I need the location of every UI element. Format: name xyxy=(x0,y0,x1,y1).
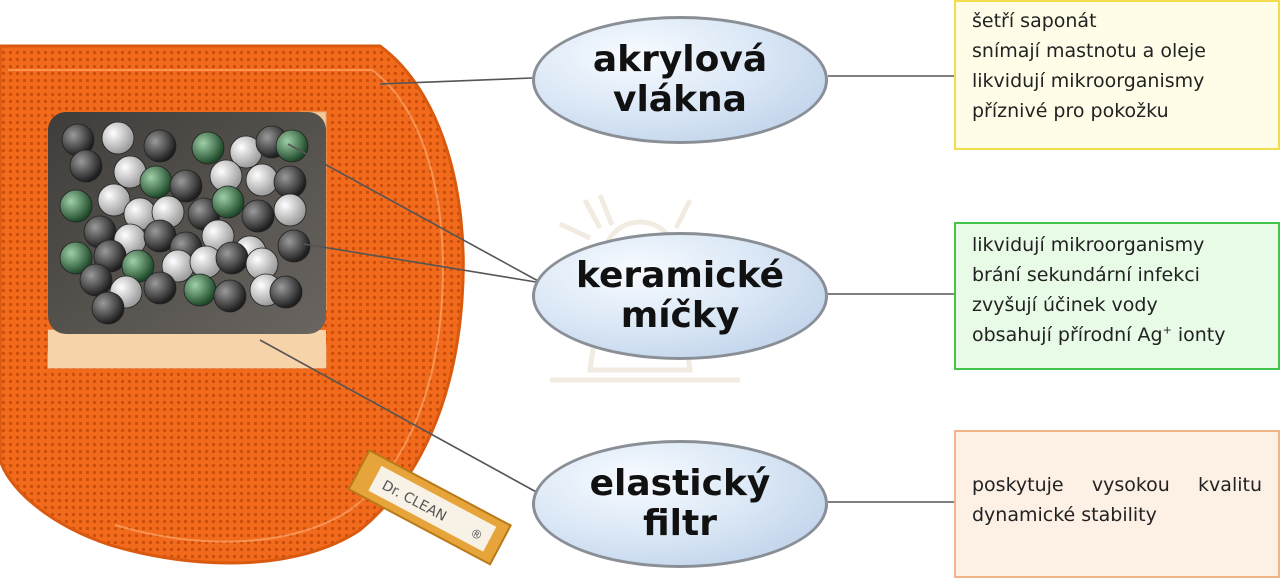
benefit-ag-sup: + xyxy=(1162,323,1172,337)
ceramic-ball xyxy=(245,163,279,197)
ceramic-ball xyxy=(69,149,103,183)
oval-ceramic-line2: míčky xyxy=(620,295,740,336)
connector-acrylic-left xyxy=(379,77,533,85)
ceramic-ball xyxy=(59,189,93,223)
ceramic-ball xyxy=(143,271,177,305)
ceramic-ball xyxy=(273,193,307,227)
oval-ceramic-line1: keramické xyxy=(575,255,785,296)
benefit-item: šetří saponát xyxy=(972,10,1097,32)
benefit-item: poskytuje vysokou kvalitu xyxy=(972,474,1262,496)
connector-ceramic-ball2 xyxy=(303,243,537,283)
oval-acrylic-line1: akrylová xyxy=(592,39,768,80)
ceramic-ball xyxy=(211,185,245,219)
ceramic-ball xyxy=(241,199,275,233)
ceramic-ball xyxy=(79,263,113,297)
ceramic-ball xyxy=(59,241,93,275)
ceramic-ball xyxy=(213,279,247,313)
ceramic-ball xyxy=(139,165,173,199)
benefit-item: brání sekundární infekci xyxy=(972,264,1200,286)
benefit-ag-tail: ionty xyxy=(1171,324,1226,346)
benefits-box-ceramic: likvidují mikroorganismy brání sekundárn… xyxy=(954,222,1280,370)
oval-filter: elastický filtr xyxy=(532,440,828,568)
ceramic-ball xyxy=(183,273,217,307)
benefit-item: likvidují mikroorganismy xyxy=(972,70,1205,92)
ceramic-ball xyxy=(143,129,177,163)
ceramic-ball xyxy=(273,165,307,199)
benefit-ag-text: obsahují přírodní Ag xyxy=(972,324,1163,346)
ceramic-ball xyxy=(101,121,135,155)
benefit-item: zvyšují účinek vody xyxy=(972,294,1158,316)
benefit-item-silver-ions: obsahují přírodní Ag+ ionty xyxy=(972,320,1262,350)
oval-acrylic: akrylová vlákna xyxy=(532,16,828,144)
brand-tag: Dr. CLEAN ® xyxy=(347,448,513,566)
benefit-item: dynamické stability xyxy=(972,504,1157,526)
ceramic-ball xyxy=(215,241,249,275)
benefit-item: příznivé pro pokožku xyxy=(972,100,1169,122)
ceramic-ball xyxy=(269,275,303,309)
connector-ceramic-ball xyxy=(287,143,541,283)
ceramic-ball xyxy=(277,229,311,263)
benefit-item: likvidují mikroorganismy xyxy=(972,234,1205,256)
cross-section xyxy=(47,111,327,369)
ceramic-ball xyxy=(97,183,131,217)
oval-filter-line2: filtr xyxy=(643,503,717,544)
connector-lines xyxy=(259,75,956,503)
oval-ceramic: keramické míčky xyxy=(532,232,828,360)
benefits-box-acrylic: šetří saponát snímají mastnotu a oleje l… xyxy=(954,0,1280,150)
brand-tag-mark: ® xyxy=(468,525,485,543)
connector-filter-left xyxy=(259,339,541,495)
benefits-box-filter: poskytuje vysokou kvalitu dynamické stab… xyxy=(954,430,1280,578)
sponge-rim xyxy=(8,69,444,543)
ceramic-ball xyxy=(169,169,203,203)
oval-acrylic-line2: vlákna xyxy=(613,79,747,120)
ceramic-ball xyxy=(91,291,125,325)
benefit-item: snímají mastnotu a oleje xyxy=(972,40,1206,62)
oval-filter-line1: elastický xyxy=(589,463,771,504)
ceramic-ball xyxy=(191,131,225,165)
